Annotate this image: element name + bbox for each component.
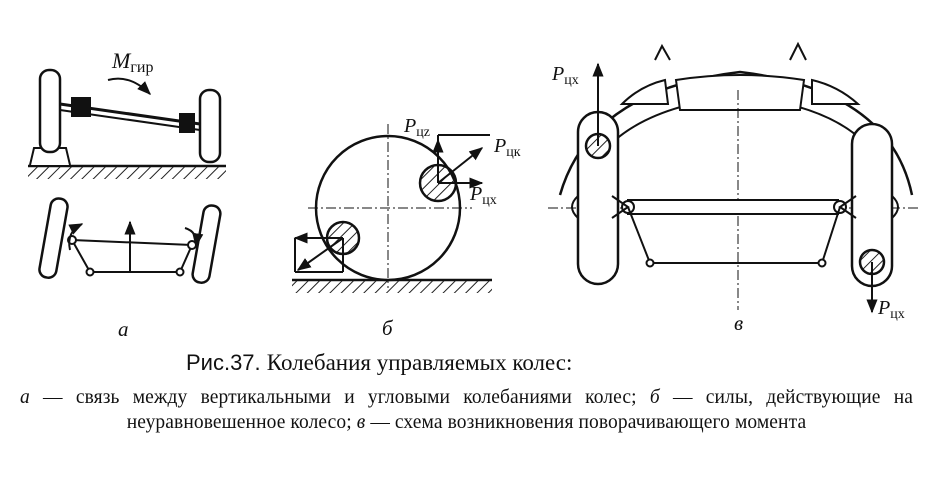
force-label-pcx-b: Pцх: [469, 183, 497, 208]
figure-title: Колебания управляемых колес:: [266, 350, 573, 375]
panel-b-label: б: [382, 316, 393, 340]
caption-marker-b: б: [649, 387, 660, 408]
force-label-pcx-c-down: Pцх: [877, 297, 905, 322]
panel-c-label: в: [734, 311, 744, 335]
force-label-pck: Pцк: [493, 135, 521, 160]
panel-c-diagram: [548, 41, 920, 314]
force-label-pcx-c-up: Pцх: [551, 63, 579, 88]
force-label-pcz: Pцz: [403, 115, 430, 140]
moment-label: Mгир: [111, 48, 153, 76]
panel-b-diagram: [292, 124, 492, 293]
caption-text-a: — связь между вертикальными и угловыми к…: [29, 387, 650, 408]
panel-a-diagram: [28, 68, 226, 284]
figure-number: Рис.37.: [186, 350, 261, 375]
caption-title: Рис.37. Колебания управляемых колес:: [186, 350, 572, 376]
caption-text-b: — силы, действующие на неуравновешенное …: [126, 387, 914, 433]
caption-text-c: — схема возникновения поворачивающего мо…: [365, 412, 807, 433]
caption-marker-a: а: [20, 387, 30, 408]
caption-body: а — связь между вертикальными и угловыми…: [20, 385, 913, 435]
panel-a-label: а: [118, 317, 129, 341]
figure-illustration: Mгир Pцz Pцк Pцх: [28, 41, 920, 322]
caption-marker-c: в: [356, 412, 366, 433]
